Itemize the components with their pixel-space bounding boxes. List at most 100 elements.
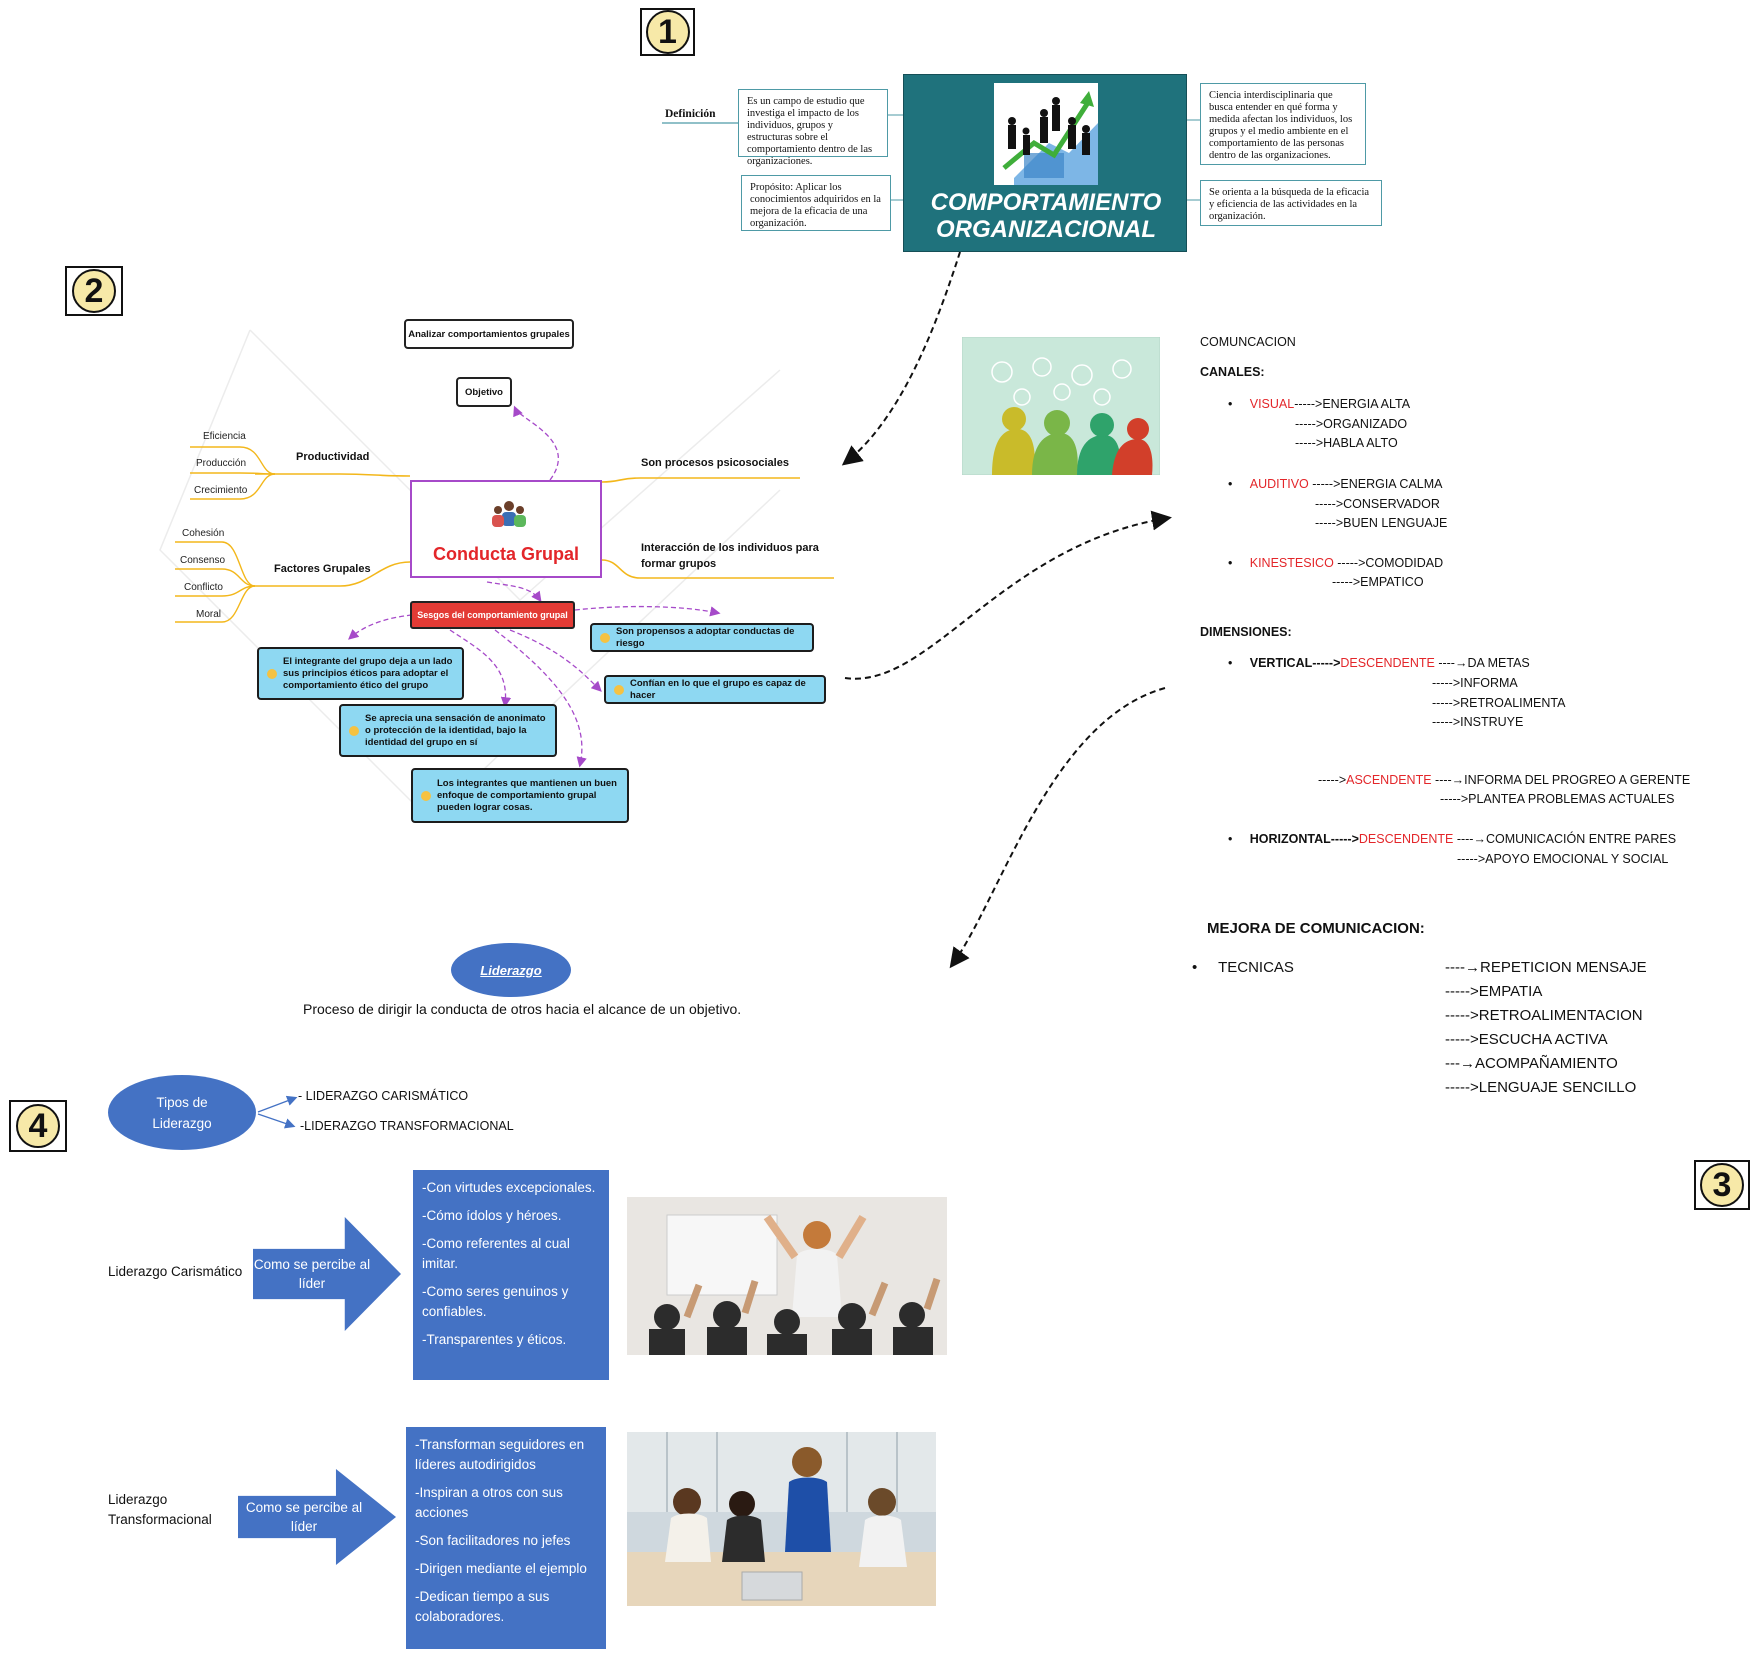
main-title-card: COMPORTAMIENTO ORGANIZACIONAL	[903, 74, 1187, 252]
canales-heading: CANALES:	[1200, 365, 1265, 379]
mejora-heading: MEJORA DE COMUNICACION:	[1207, 920, 1425, 937]
trait-item: -Dedican tiempo a sus colaboradores.	[415, 1589, 550, 1624]
dim-line: ----->RETROALIMENTA	[1432, 696, 1566, 710]
communication-illustration	[962, 337, 1160, 475]
tecnicas-label: • TECNICAS	[1192, 959, 1294, 976]
tecnica-item: ----->RETROALIMENTACION	[1445, 1007, 1643, 1024]
trait-item: -Con virtudes excepcionales.	[422, 1180, 596, 1195]
prod-item: Producción	[196, 458, 247, 469]
transformacional-traits-box: -Transforman seguidores en líderes autod…	[406, 1427, 606, 1649]
connector-3-to-4	[949, 687, 1166, 969]
dim-line: ----->APOYO EMOCIONAL Y SOCIAL	[1457, 852, 1669, 866]
liderazgo-definition: Proceso de dirigir la conducta de otros …	[303, 1001, 742, 1017]
analyze-box: Analizar comportamientos grupales	[404, 319, 574, 349]
fact-item: Cohesión	[182, 528, 225, 539]
bias-box: Se aprecia una sensación de anonimato o …	[339, 704, 557, 757]
canal-line: ----->HABLA ALTO	[1295, 436, 1398, 450]
tecnica-item: ----→REPETICION MENSAJE	[1445, 959, 1647, 976]
carismatico-traits-box: -Con virtudes excepcionales. -Cómo ídolo…	[413, 1170, 609, 1380]
emoji-icon	[614, 684, 624, 695]
prod-item: Eficiencia	[203, 431, 246, 442]
trait-item: -Como referentes al cual imitar.	[422, 1236, 570, 1271]
fact-item: Consenso	[180, 555, 226, 566]
section-number-2: 2	[65, 266, 123, 316]
canal-kinestesico: • KINESTESICO ----->COMODIDAD	[1228, 556, 1444, 570]
central-node-title: Conducta Grupal	[432, 544, 579, 564]
factores-label: Factores Grupales	[274, 563, 371, 575]
objective-box: Objetivo	[456, 377, 512, 407]
emoji-icon	[267, 668, 277, 679]
orientation-box: Se orienta a la búsqueda de la eficacia …	[1200, 180, 1382, 226]
canal-line: ----->CONSERVADOR	[1315, 497, 1440, 511]
team-meeting-photo	[627, 1432, 936, 1606]
canal-name: VISUAL	[1249, 397, 1295, 411]
tecnica-item: ----->ESCUCHA ACTIVA	[1445, 1031, 1608, 1048]
fact-item: Conflicto	[184, 582, 223, 593]
main-title-line-2: ORGANIZACIONAL	[936, 216, 1156, 243]
science-box: Ciencia interdisciplinaria que busca ent…	[1200, 83, 1366, 165]
fact-item: Moral	[196, 609, 222, 620]
tipo-item: - LIDERAZGO CARISMÁTICO	[298, 1089, 469, 1103]
connector-1-to-2	[841, 251, 961, 466]
connector-2-to-3	[844, 510, 1172, 680]
right-branch-1: Son procesos psicosociales	[641, 457, 789, 469]
definition-box: Es un campo de estudio que investiga el …	[738, 89, 888, 167]
section-number-4: 4	[9, 1100, 67, 1152]
tipos-oval: Tipos de Liderazgo	[108, 1075, 256, 1150]
canal-line: ----->EMPATICO	[1332, 575, 1424, 589]
dim-line: ----->PLANTEA PROBLEMAS ACTUALES	[1440, 792, 1675, 806]
trait-item: -Dirigen mediante el ejemplo	[415, 1561, 587, 1576]
sesgos-box: Sesgos del comportamiento grupal	[410, 601, 575, 629]
group-people-icon	[492, 501, 526, 527]
right-branch-2: Interacción de los individuos para forma…	[641, 542, 819, 570]
trait-item: -Transforman seguidores en líderes autod…	[415, 1437, 585, 1472]
bias-box: El integrante del grupo deja a un lado s…	[257, 647, 464, 700]
emoji-icon	[600, 632, 610, 643]
tecnica-item: ----->LENGUAJE SENCILLO	[1445, 1079, 1637, 1096]
canal-name: KINESTESICO	[1249, 556, 1334, 570]
charismatic-leader-photo	[627, 1197, 947, 1355]
canal-visual: • VISUAL----->ENERGIA ALTA	[1228, 397, 1411, 411]
canal-name: AUDITIVO	[1249, 477, 1309, 491]
dim-name: DESCENDENTE	[1340, 656, 1435, 670]
dim-horizontal: • HORIZONTAL----->DESCENDENTE ----→COMUN…	[1228, 832, 1677, 846]
productividad-label: Productividad	[296, 451, 370, 463]
bias-box: Confían en lo que el grupo es capaz de h…	[604, 675, 826, 704]
canal-line: ----->ORGANIZADO	[1295, 417, 1408, 431]
emoji-icon	[421, 790, 431, 801]
section-number-1: 1	[640, 8, 695, 56]
trait-item: -Transparentes y éticos.	[422, 1332, 567, 1347]
purpose-box: Propósito: Aplicar los conocimientos adq…	[741, 175, 891, 231]
trait-item: -Son facilitadores no jefes	[415, 1533, 571, 1548]
bias-box: Son propensos a adoptar conductas de rie…	[590, 623, 814, 652]
canal-line: ----->BUEN LENGUAJE	[1315, 516, 1448, 530]
canal-auditivo: • AUDITIVO ----->ENERGIA CALMA	[1228, 477, 1443, 491]
dim-name: ASCENDENTE	[1346, 773, 1432, 787]
comm-title: COMUNCACION	[1200, 335, 1296, 349]
main-title-line-1: COMPORTAMIENTO	[930, 189, 1162, 216]
tecnica-item: ---→ACOMPAÑAMIENTO	[1445, 1055, 1618, 1072]
tecnica-item: ----->EMPATIA	[1445, 983, 1543, 1000]
trait-item: -Como seres genuinos y confiables.	[422, 1284, 569, 1319]
trait-item: -Cómo ídolos y héroes.	[422, 1208, 562, 1223]
dimensiones-heading: DIMENSIONES:	[1200, 625, 1292, 639]
definition-label: Definición	[665, 108, 716, 120]
dim-ascendente: ----->ASCENDENTE ----→INFORMA DEL PROGRE…	[1318, 773, 1691, 787]
transformacional-label: Liderazgo Transformacional	[108, 1492, 212, 1527]
bias-box: Los integrantes que mantienen un buen en…	[411, 768, 629, 823]
central-node: Conducta Grupal	[410, 480, 602, 578]
carismatico-label: Liderazgo Carismático	[108, 1264, 243, 1279]
tipo-item: -LIDERAZGO TRANSFORMACIONAL	[300, 1119, 514, 1133]
trait-item: -Inspiran a otros con sus acciones	[415, 1485, 563, 1520]
emoji-icon	[349, 725, 359, 736]
section-number-3: 3	[1694, 1160, 1750, 1210]
business-people-illustration	[994, 83, 1098, 185]
liderazgo-oval: Liderazgo	[451, 943, 571, 997]
dim-vertical: • VERTICAL----->DESCENDENTE ----→DA META…	[1228, 656, 1530, 670]
dim-line: ----->INFORMA	[1432, 676, 1518, 690]
dim-line: ----->INSTRUYE	[1432, 715, 1524, 729]
prod-item: Crecimiento	[194, 485, 248, 496]
dim-name: DESCENDENTE	[1358, 832, 1454, 846]
main-title: COMPORTAMIENTO ORGANIZACIONAL	[904, 189, 1188, 243]
